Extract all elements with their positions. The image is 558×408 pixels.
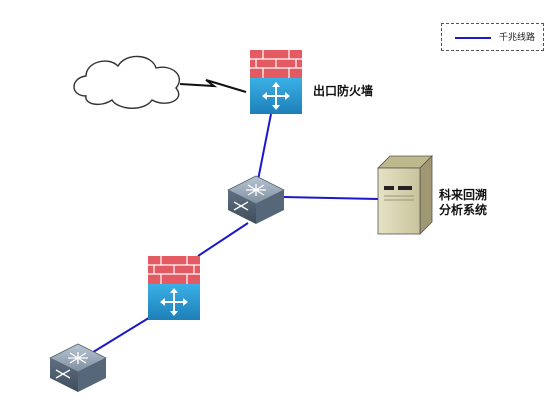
link-core-switch-to-server — [282, 196, 379, 200]
server — [377, 155, 433, 235]
router-arrows-icon — [160, 288, 188, 316]
access-switch — [49, 343, 107, 392]
link-firewall-lower-to-access-switch — [89, 315, 153, 355]
server-label-line2: 分析系统 — [439, 203, 488, 217]
server-drive-bay — [384, 186, 394, 190]
link-firewall-to-core-switch — [257, 113, 272, 181]
network-links — [89, 113, 379, 355]
link-core-switch-to-firewall-lower — [197, 222, 249, 257]
router-arrows-icon — [262, 82, 290, 110]
switch-arrows-icon — [246, 184, 266, 196]
firewall-top — [250, 50, 302, 114]
server-drive-bay — [398, 186, 412, 190]
legend: 千兆线路 — [441, 23, 544, 51]
legend-line-label: 千兆线路 — [499, 33, 536, 43]
firewall-top-label: 出口防火墙 — [313, 84, 374, 98]
firewall-lower — [148, 256, 200, 320]
core-switch — [227, 175, 285, 224]
legend-line-swatch — [455, 37, 491, 39]
wan-link-lightning — [179, 79, 247, 93]
server-label-line1: 科来回溯 — [439, 188, 488, 202]
internet-cloud — [73, 55, 181, 109]
switch-arrows-icon — [68, 352, 88, 364]
